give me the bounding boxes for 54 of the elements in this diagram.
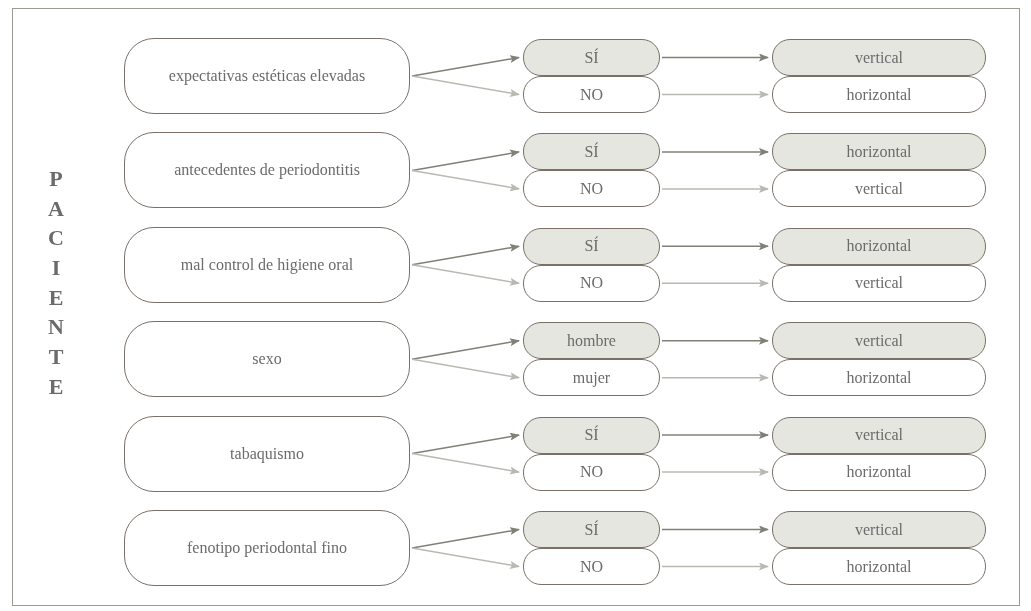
factor-box: expectativas estéticas elevadas: [124, 38, 410, 114]
option-pill: NO: [523, 76, 660, 113]
option-pill: NO: [523, 453, 660, 491]
option-pill: horizontal: [772, 453, 986, 491]
arrow: [411, 264, 520, 286]
factor-box: tabaquismo: [124, 415, 410, 492]
factor-box: fenotipo periodontal fino: [124, 510, 410, 586]
option-pill: SÍ: [523, 133, 660, 171]
arrow: [661, 90, 769, 99]
option-pill: horizontal: [772, 548, 986, 585]
arrow: [661, 147, 769, 156]
option-pill: hombre: [523, 322, 660, 360]
factor-box: sexo: [124, 321, 410, 398]
option-pill: horizontal: [772, 227, 986, 265]
option-pill: vertical: [772, 264, 986, 302]
option-pill: NO: [523, 170, 660, 208]
arrow: [411, 75, 520, 97]
arrow: [661, 562, 769, 571]
arrow: [661, 242, 769, 251]
arrow: [411, 149, 520, 172]
option-pill: vertical: [772, 322, 986, 360]
option-pill: SÍ: [523, 511, 660, 548]
factor-box: antecedentes de periodontitis: [124, 132, 410, 209]
arrow: [411, 452, 520, 475]
arrow: [411, 55, 520, 77]
arrow: [661, 373, 769, 382]
option-pill: SÍ: [523, 39, 660, 76]
option-pill: NO: [523, 264, 660, 302]
arrow: [411, 432, 520, 455]
factor-box: mal control de higiene oral: [124, 226, 410, 303]
option-pill: vertical: [772, 170, 986, 208]
option-pill: vertical: [772, 511, 986, 548]
arrow: [661, 336, 769, 345]
vertical-label: PACIENTE: [48, 165, 64, 401]
arrow: [661, 184, 769, 193]
option-pill: SÍ: [523, 416, 660, 454]
option-pill: vertical: [772, 39, 986, 76]
arrow: [411, 169, 520, 192]
arrow: [411, 527, 520, 549]
arrow: [661, 468, 769, 477]
arrow: [661, 525, 769, 534]
arrow: [411, 358, 520, 381]
option-pill: horizontal: [772, 76, 986, 113]
arrow: [411, 547, 520, 569]
option-pill: horizontal: [772, 359, 986, 397]
option-pill: horizontal: [772, 133, 986, 171]
option-pill: vertical: [772, 416, 986, 454]
arrow: [661, 53, 769, 62]
option-pill: NO: [523, 548, 660, 585]
arrow: [411, 338, 520, 360]
option-pill: SÍ: [523, 227, 660, 265]
arrow: [661, 431, 769, 440]
option-pill: mujer: [523, 359, 660, 397]
arrow: [661, 279, 769, 288]
